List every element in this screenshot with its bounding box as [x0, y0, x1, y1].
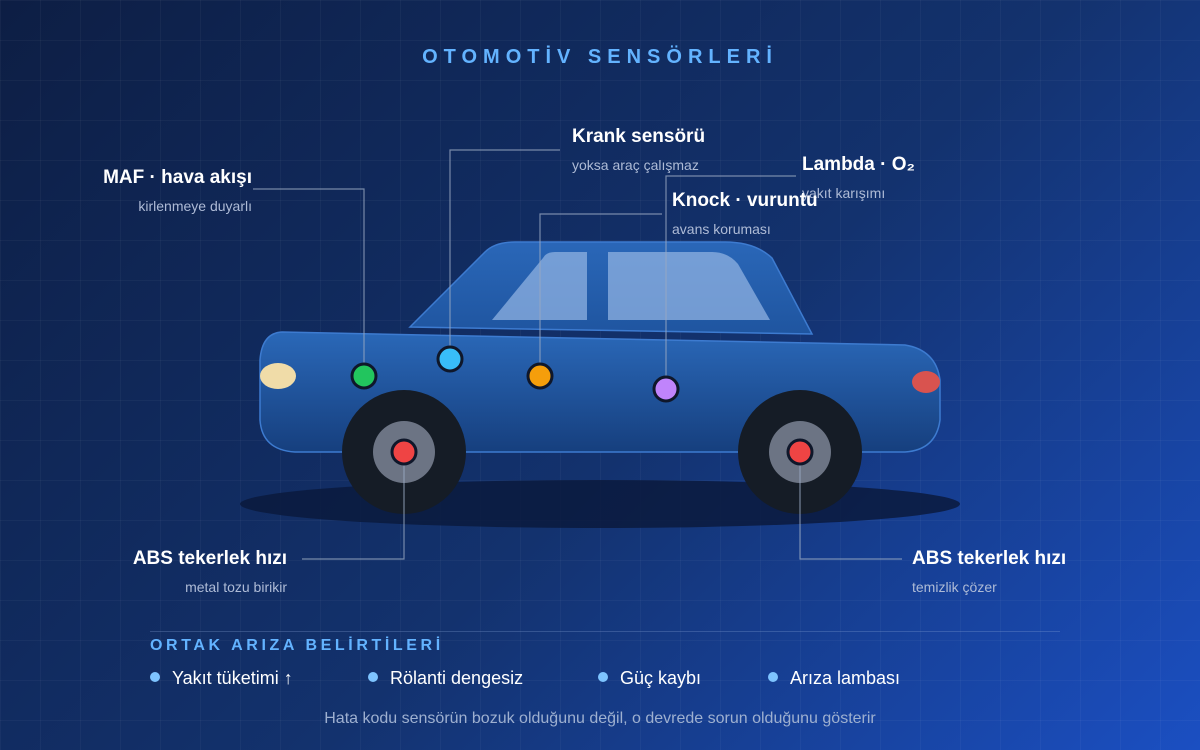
symptom-label: Rölanti dengesiz	[390, 668, 524, 688]
bullet-dot-icon	[368, 672, 378, 682]
symptom-label: Yakıt tüketimi ↑	[172, 668, 293, 688]
abs-rear-name: ABS tekerlek hızı	[912, 548, 1067, 569]
car-shadow	[240, 480, 960, 528]
abs-front-callout: ABS tekerlek hızı metal tozu birikir	[133, 548, 287, 595]
rear-window	[608, 252, 770, 320]
abs-front-name: ABS tekerlek hızı	[132, 548, 287, 569]
knock-callout: Knock · vuruntu avans koruması	[672, 190, 818, 237]
maf-leader-line	[253, 188, 365, 376]
section-divider	[150, 631, 1060, 632]
symptom-label: Güç kaybı	[620, 668, 702, 688]
knock-sensor-marker	[526, 362, 554, 390]
knock-leader-line	[539, 213, 662, 376]
abs-rear-note: temizlik çözer	[912, 579, 997, 595]
maf-note: kirlenmeye duyarlı	[138, 198, 252, 214]
footer-note: Hata kodu sensörün bozuk olduğunu değil,…	[324, 710, 876, 727]
headlight	[260, 363, 296, 389]
abs-front-note: metal tozu birikir	[185, 579, 287, 595]
abs-front-sensor-marker	[390, 438, 418, 466]
knock-note: avans koruması	[672, 221, 771, 237]
abs-rear-sensor-marker	[786, 438, 814, 466]
symptom-item: Arıza lambası	[768, 668, 900, 689]
maf-name: MAF · hava akışı	[103, 167, 252, 188]
crank-leader-line	[449, 149, 560, 359]
bullet-dot-icon	[768, 672, 778, 682]
symptom-item: Rölanti dengesiz	[368, 668, 523, 689]
symptom-label: Arıza lambası	[790, 668, 901, 688]
lambda-leader-line	[665, 175, 796, 389]
symptom-item: Yakıt tüketimi ↑	[150, 668, 293, 689]
lambda-name: Lambda · O₂	[802, 154, 915, 175]
crank-note: yoksa araç çalışmaz	[572, 157, 699, 173]
maf-sensor-marker	[350, 362, 378, 390]
lambda-callout: Lambda · O₂ yakıt karışımı	[802, 154, 915, 201]
lambda-sensor-marker	[652, 375, 680, 403]
page-title: OTOMOTİV SENSÖRLERİ	[422, 46, 778, 68]
taillight	[912, 371, 940, 393]
abs-rear-callout: ABS tekerlek hızı temizlik çözer	[912, 548, 1066, 595]
crank-name: Krank sensörü	[572, 126, 706, 147]
crank-callout: Krank sensörü yoksa araç çalışmaz	[572, 126, 705, 173]
maf-callout: MAF · hava akışı kirlenmeye duyarlı	[103, 167, 252, 214]
lambda-note: yakıt karışımı	[802, 185, 886, 201]
abs-front-leader-line	[302, 452, 405, 560]
bullet-dot-icon	[598, 672, 608, 682]
symptoms-heading: ORTAK ARIZA BELİRTİLERİ	[150, 637, 444, 654]
abs-rear-leader-line	[799, 452, 902, 560]
knock-name: Knock · vuruntu	[672, 190, 818, 211]
crank-sensor-marker	[436, 345, 464, 373]
bullet-dot-icon	[150, 672, 160, 682]
symptom-item: Güç kaybı	[598, 668, 701, 689]
